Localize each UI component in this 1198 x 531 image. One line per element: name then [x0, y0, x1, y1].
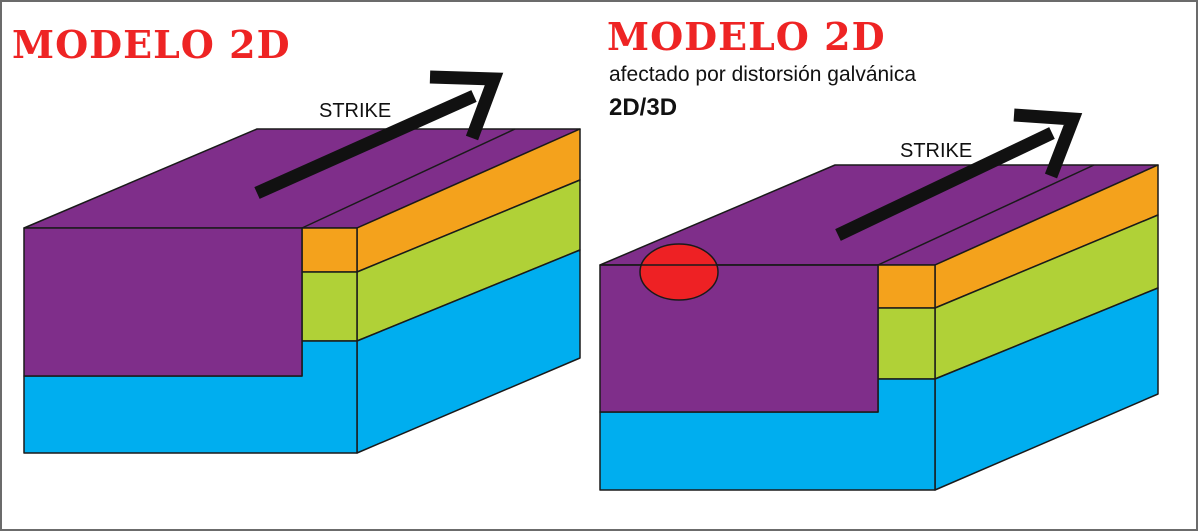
galvanic-anomaly-icon [639, 243, 719, 301]
left-block [23, 128, 581, 454]
left-top-line-1 [301, 128, 516, 229]
left-front-orange [301, 227, 358, 273]
right-front-purple [599, 264, 879, 413]
right-front-orange [877, 264, 936, 309]
strike-arrow-icon [835, 108, 1083, 241]
right-strike-label: STRIKE [900, 140, 972, 162]
left-title: MODELO 2D [12, 22, 291, 67]
strike-arrow-icon [254, 70, 504, 199]
right-top-line-1 [877, 164, 1095, 266]
right-title: MODELO 2D [607, 14, 886, 59]
left-front-green [301, 271, 358, 342]
right-dimension-label: 2D/3D [609, 94, 677, 121]
left-strike-label: STRIKE [319, 100, 391, 122]
right-subtitle: afectado por distorsión galvánica [609, 63, 916, 86]
left-front-purple [23, 227, 303, 377]
right-front-green [877, 307, 936, 380]
